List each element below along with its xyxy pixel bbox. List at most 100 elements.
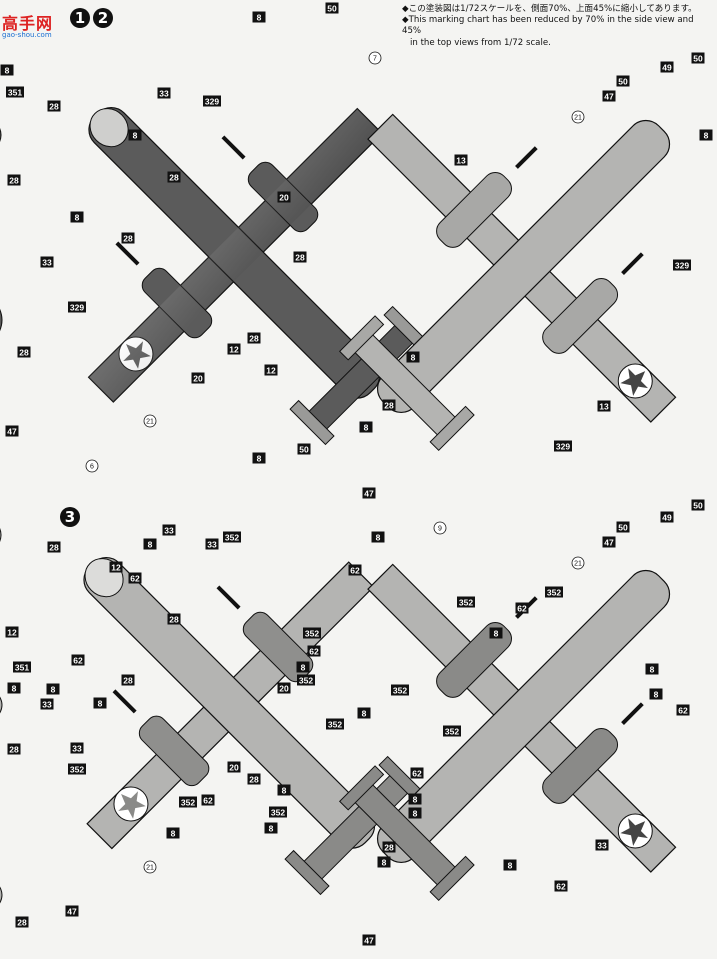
callout-label: 8: [252, 452, 266, 464]
scheme-badge-2: 2: [93, 8, 113, 28]
callout-label: 351: [13, 661, 31, 673]
callout-label-text: 47: [604, 537, 614, 547]
callout-label-text: 50: [693, 53, 703, 63]
callout-label: 8: [489, 627, 503, 639]
callout-label: 28: [7, 743, 21, 755]
callout-label-text: 28: [169, 172, 179, 182]
callout-label-text: 352: [70, 764, 84, 774]
callout-label-text: 21: [146, 865, 154, 872]
callout-label: 13: [454, 154, 468, 166]
callout-label: 50: [297, 443, 311, 455]
callout-label-text: 20: [279, 683, 289, 693]
callout-label-text: 7: [373, 56, 377, 63]
callout-label-text: 8: [654, 689, 659, 699]
callout-label-text: 28: [19, 347, 29, 357]
callout-label: 8: [406, 351, 420, 363]
bottom-view-light: [338, 113, 677, 452]
callout-label: 352: [179, 796, 197, 808]
callout-label-text: 28: [169, 614, 179, 624]
callout-label-text: 8: [75, 212, 80, 222]
callout-label: 47: [65, 905, 79, 917]
callout-label-text: 47: [67, 906, 77, 916]
callout-label-text: 33: [164, 525, 174, 535]
callout-label-text: 49: [662, 512, 672, 522]
callout-label: 28: [247, 773, 261, 785]
callout-label: 47: [602, 536, 616, 548]
callout-label: 50: [325, 2, 339, 14]
callout-label: 20: [227, 761, 241, 773]
callout-label: 8: [7, 682, 21, 694]
callout-label: 6: [85, 459, 99, 473]
callout-label: 8: [143, 538, 157, 550]
callout-label-text: 20: [279, 192, 289, 202]
callout-label-text: 21: [574, 561, 582, 568]
callout-label-text: 28: [17, 917, 27, 927]
scale-note-en-1: ◆This marking chart has been reduced by …: [402, 15, 694, 37]
callout-label: 50: [691, 52, 705, 64]
callout-label-text: 12: [229, 344, 239, 354]
callout-label: 8: [70, 211, 84, 223]
callout-label: 8: [46, 683, 60, 695]
callout-label: 47: [602, 90, 616, 102]
callout-label: 28: [121, 674, 135, 686]
callout-label-text: 20: [193, 373, 203, 383]
callout-label-text: 12: [7, 627, 17, 637]
callout-label: 62: [128, 572, 142, 584]
callout-label-text: 47: [364, 488, 374, 498]
callout-label-text: 352: [299, 675, 313, 685]
callout-label: 7: [368, 51, 382, 65]
callout-label: 28: [47, 100, 61, 112]
callout-label-text: 9: [438, 526, 442, 533]
callout-label: 20: [277, 191, 291, 203]
callout-label: 20: [277, 682, 291, 694]
callout-label-text: 8: [269, 823, 274, 833]
callout-label-text: 28: [9, 175, 19, 185]
callout-label-text: 28: [123, 233, 133, 243]
scale-note: ◆この塗装図は1/72スケールを、側面70%、上面45%に縮小してあります。 ◆…: [402, 4, 714, 49]
callout-label-text: 8: [148, 539, 153, 549]
callout-label-text: 62: [517, 603, 527, 613]
callout-label-text: 8: [382, 857, 387, 867]
callout-label: 8: [277, 784, 291, 796]
callout-label: 28: [293, 251, 307, 263]
callout-label: 352: [457, 596, 475, 608]
callout-label-text: 8: [508, 860, 513, 870]
callout-label-text: 351: [8, 87, 22, 97]
callout-label: 352: [326, 718, 344, 730]
callout-label: 352: [545, 586, 563, 598]
callout-label-text: 8: [411, 352, 416, 362]
callout-label: 33: [70, 742, 84, 754]
callout-label: 352: [269, 806, 287, 818]
callout-label: 62: [71, 654, 85, 666]
watermark-text: 高手网: [2, 14, 54, 33]
callout-label: 8: [128, 129, 142, 141]
callout-label: 28: [15, 916, 29, 928]
callout-label-text: 62: [350, 565, 360, 575]
callout-label: 8: [649, 688, 663, 700]
top-view-dark: [87, 106, 429, 446]
callout-label: 8: [645, 663, 659, 675]
watermark-logo: 高手网 gao-shou.com: [0, 6, 70, 40]
callout-label: 33: [162, 524, 176, 536]
callout-label: 62: [554, 880, 568, 892]
callout-label-text: 47: [7, 426, 17, 436]
callout-label-text: 28: [295, 252, 305, 262]
callout-label-text: 62: [130, 573, 140, 583]
callout-label: 62: [515, 602, 529, 614]
callout-label-text: 351: [15, 662, 29, 672]
callout-label-text: 352: [459, 597, 473, 607]
callout-label: 329: [554, 440, 572, 452]
callout-label-text: 8: [257, 453, 262, 463]
callout-label: 20: [191, 372, 205, 384]
callout-label: 33: [40, 256, 54, 268]
callout-label: 352: [223, 531, 241, 543]
callout-label-text: 329: [556, 441, 570, 451]
callout-label-text: 8: [257, 12, 262, 22]
callout-label-text: 8: [376, 532, 381, 542]
callout-label-text: 13: [456, 155, 466, 165]
callout-label: 33: [205, 538, 219, 550]
callout-label-text: 12: [266, 365, 276, 375]
callout-label: 62: [410, 767, 424, 779]
